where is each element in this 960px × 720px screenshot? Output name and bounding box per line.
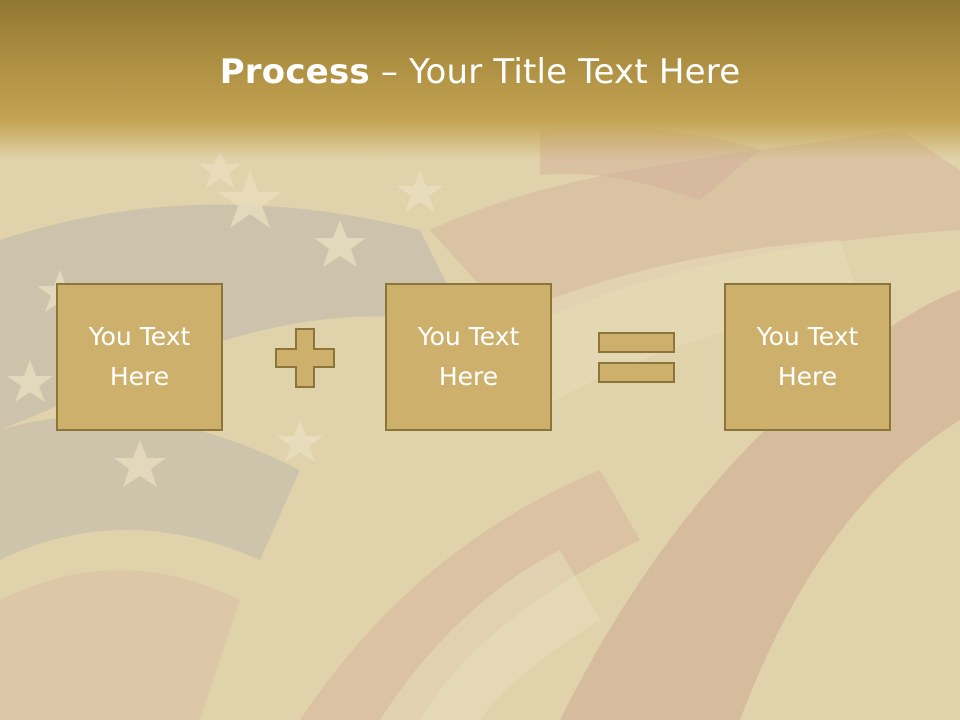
- process-box-3-line-2: Here: [777, 362, 838, 391]
- title-rest-text: – Your Title Text Here: [369, 52, 741, 92]
- equals-icon: [598, 332, 675, 383]
- process-box-2-text: You Text Here: [418, 317, 520, 397]
- plus-icon: [275, 328, 335, 388]
- process-box-1-line-2: Here: [109, 362, 170, 391]
- title-band: [0, 0, 960, 160]
- process-box-2[interactable]: You Text Here: [385, 283, 552, 431]
- process-box-3-text: You Text Here: [757, 317, 859, 397]
- title-bold-text: Process: [219, 52, 370, 92]
- process-box-2-line-1: You Text: [417, 322, 520, 351]
- process-box-3[interactable]: You Text Here: [724, 283, 891, 431]
- process-box-1[interactable]: You Text Here: [56, 283, 223, 431]
- process-box-1-line-1: You Text: [88, 322, 191, 351]
- process-box-1-text: You Text Here: [89, 317, 191, 397]
- process-box-3-line-1: You Text: [756, 322, 859, 351]
- process-box-2-line-2: Here: [438, 362, 499, 391]
- slide-title: Process – Your Title Text Here: [0, 52, 960, 92]
